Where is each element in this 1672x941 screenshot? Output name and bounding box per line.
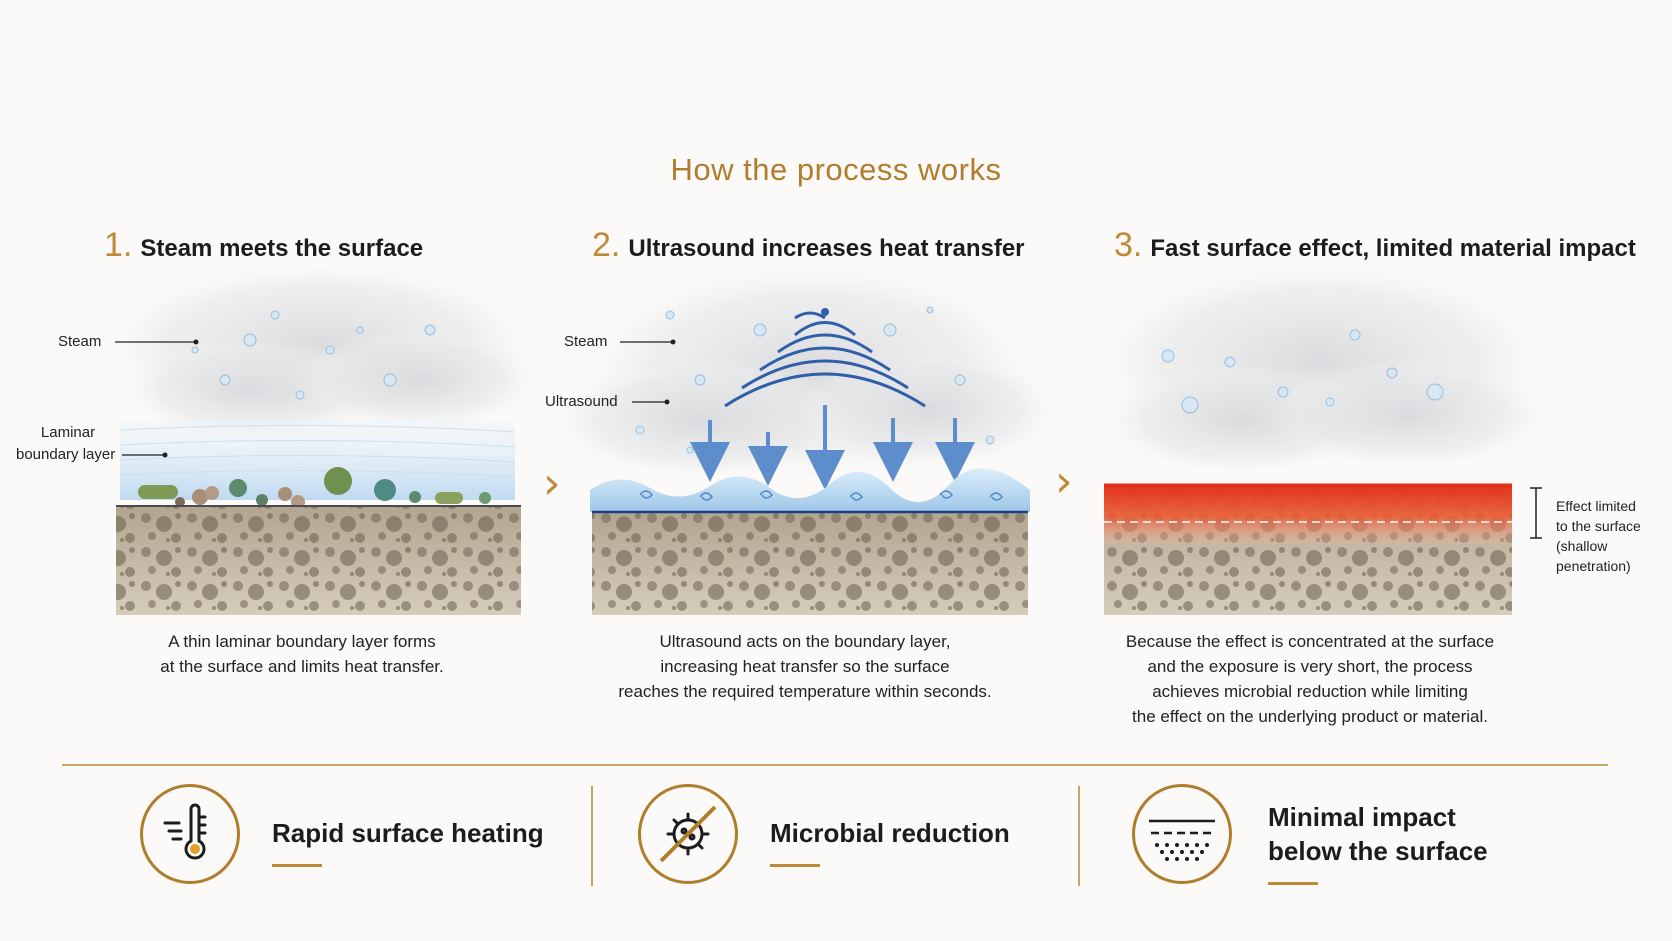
step-2-heading: Ultrasound increases heat transfer [628, 235, 1025, 262]
feature-3-label: Minimal impact below the surface [1268, 800, 1488, 868]
section-divider [62, 764, 1608, 766]
feature-separator [1078, 786, 1080, 886]
panel-3-effect-label: Effect limited to the surface (shallow p… [1556, 496, 1666, 576]
panel-2-ultrasound-label: Ultrasound [545, 393, 618, 410]
step-2-title: 2. Ultrasound increases heat transfer [592, 226, 1025, 265]
step-2-number: 2. [592, 226, 621, 264]
feature-3-underline [1268, 882, 1318, 885]
step-1-title: 1. Steam meets the surface [104, 226, 423, 265]
surface-layers-icon [1149, 819, 1215, 861]
panel-2-steam-label: Steam [564, 333, 608, 350]
process-illustrations [100, 270, 1550, 615]
panel-1-steam-label: Steam [58, 333, 102, 350]
caption-line: reaches the required temperature within … [618, 682, 992, 701]
feature-1-badge [140, 784, 240, 884]
caption-line: Ultrasound acts on the boundary layer, [659, 632, 951, 651]
step-2-caption: Ultrasound acts on the boundary layer, i… [570, 629, 1040, 704]
step-3-heading: Fast surface effect, limited material im… [1150, 235, 1636, 262]
caption-line: A thin laminar boundary layer forms [168, 632, 436, 651]
step-1-number: 1. [104, 226, 133, 264]
effect-line-4: penetration) [1556, 558, 1631, 574]
feature-3-badge [1132, 784, 1232, 884]
thermometer-icon [163, 803, 207, 860]
feature-separator [591, 786, 593, 886]
caption-line: at the surface and limits heat transfer. [160, 657, 444, 676]
panel-1-laminar-label-1: Laminar [40, 424, 96, 441]
feature-2-label: Microbial reduction [770, 818, 1010, 848]
feature-2-badge [638, 784, 738, 884]
chevron-right-icon: › [1055, 456, 1073, 507]
feature-2-underline [770, 864, 820, 867]
caption-line: increasing heat transfer so the surface [660, 657, 950, 676]
page-title: How the process works [670, 152, 1002, 187]
caption-line: the effect on the underlying product or … [1132, 707, 1488, 726]
panel-1-illustration [100, 270, 540, 615]
step-3-caption: Because the effect is concentrated at th… [1080, 629, 1540, 729]
caption-line: and the exposure is very short, the proc… [1147, 657, 1473, 676]
feature-3-label-line-1: Minimal impact [1268, 802, 1456, 832]
panel-3-illustration [1090, 270, 1550, 615]
effect-line-3: (shallow [1556, 538, 1608, 554]
feature-1-label: Rapid surface heating [272, 818, 544, 848]
caption-line: achieves microbial reduction while limit… [1152, 682, 1468, 701]
no-microbe-icon [659, 805, 717, 863]
panel-2-illustration [550, 270, 1060, 615]
step-1-heading: Steam meets the surface [140, 235, 424, 262]
caption-line: Because the effect is concentrated at th… [1125, 632, 1495, 651]
effect-line-2: to the surface [1556, 518, 1641, 534]
feature-1-underline [272, 864, 322, 867]
chevron-right-icon: › [543, 458, 561, 509]
step-3-number: 3. [1114, 226, 1143, 264]
panel-1-laminar-label-2: boundary layer [16, 446, 116, 463]
step-3-title: 3. Fast surface effect, limited material … [1114, 226, 1636, 265]
step-1-caption: A thin laminar boundary layer forms at t… [100, 629, 504, 679]
feature-3-label-line-2: below the surface [1268, 836, 1488, 866]
effect-line-1: Effect limited [1556, 498, 1636, 514]
